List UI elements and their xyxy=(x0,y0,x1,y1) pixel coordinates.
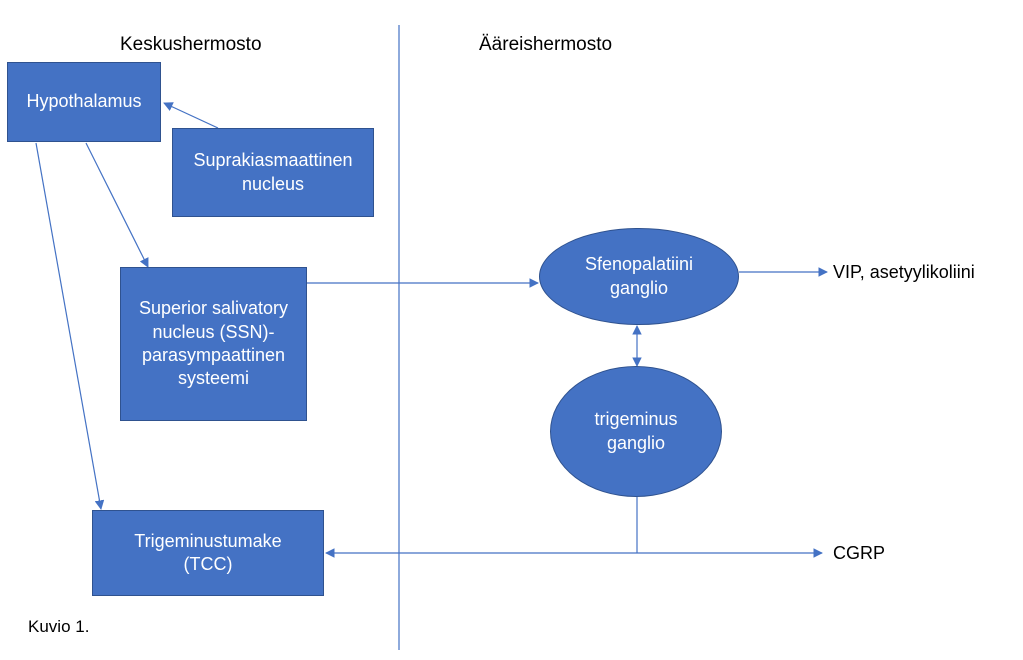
node-hypothalamus: Hypothalamus xyxy=(7,62,161,142)
node-suprachiasmatic-nucleus: Suprakiasmaattinen nucleus xyxy=(172,128,374,217)
heading-central-nervous-system: Keskushermosto xyxy=(120,34,262,55)
arrow-hypothalamus-to-ssn xyxy=(85,142,149,268)
node-trigeminal-ganglion: trigeminus ganglio xyxy=(550,366,722,497)
output-vip-acetylcholine: VIP, asetyylikoliini xyxy=(833,262,975,282)
node-sphenopalatine-ganglion: Sfenopalatiini ganglio xyxy=(539,228,739,325)
heading-peripheral-nervous-system: Ääreishermosto xyxy=(479,34,613,55)
node-trigeminal-nucleus: Trigeminustumake (TCC) xyxy=(92,510,324,596)
figure-caption: Kuvio 1. xyxy=(28,617,90,636)
arrow-scn-to-hypothalamus xyxy=(163,102,219,129)
arrow-hypothalamus-to-tcc xyxy=(35,142,105,510)
output-cgrp: CGRP xyxy=(833,543,886,563)
node-superior-salivatory-nucleus: Superior salivatory nucleus (SSN)- paras… xyxy=(120,267,307,421)
